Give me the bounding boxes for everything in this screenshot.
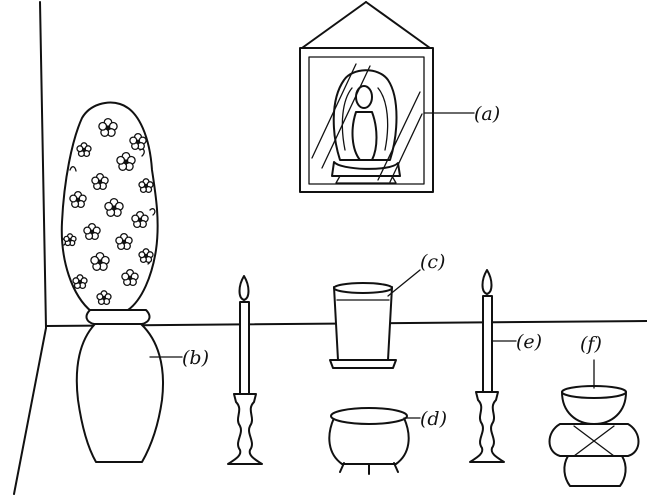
hanging-wire-right [366, 2, 430, 48]
candle-right-holder [470, 392, 504, 462]
bowl-rim [331, 408, 407, 424]
wall-corner-line [40, 2, 46, 328]
label-c: (c) [420, 251, 445, 273]
vase-neck [87, 310, 150, 324]
label-f: (f) [580, 333, 602, 355]
label-a: (a) [474, 103, 500, 125]
floor-edge-line [14, 328, 46, 494]
candle-left-holder [228, 394, 262, 464]
candle-right: (e) [470, 270, 542, 462]
water-glass: (c) [330, 251, 445, 368]
offering-cup: (f) [550, 333, 639, 486]
candle-right-flame [483, 270, 492, 294]
candle-right-stick [483, 296, 492, 392]
glass-body [334, 287, 392, 360]
candle-left-flame [240, 276, 249, 300]
incense-bowl: (d) [329, 408, 447, 474]
vase-body [77, 324, 163, 462]
flower-vase: (b) [62, 103, 209, 462]
leader-c [388, 270, 420, 296]
candle-left [228, 276, 262, 464]
glass-saucer [330, 360, 396, 368]
label-e: (e) [516, 331, 542, 353]
label-d: (d) [420, 408, 447, 430]
label-b: (b) [182, 347, 209, 369]
hanging-wire-left [302, 2, 366, 48]
candle-left-stick [240, 302, 249, 394]
cup-stand [550, 424, 639, 456]
glass-rim [334, 283, 392, 293]
cup-base [564, 456, 625, 486]
framed-picture: (a) [300, 2, 500, 192]
